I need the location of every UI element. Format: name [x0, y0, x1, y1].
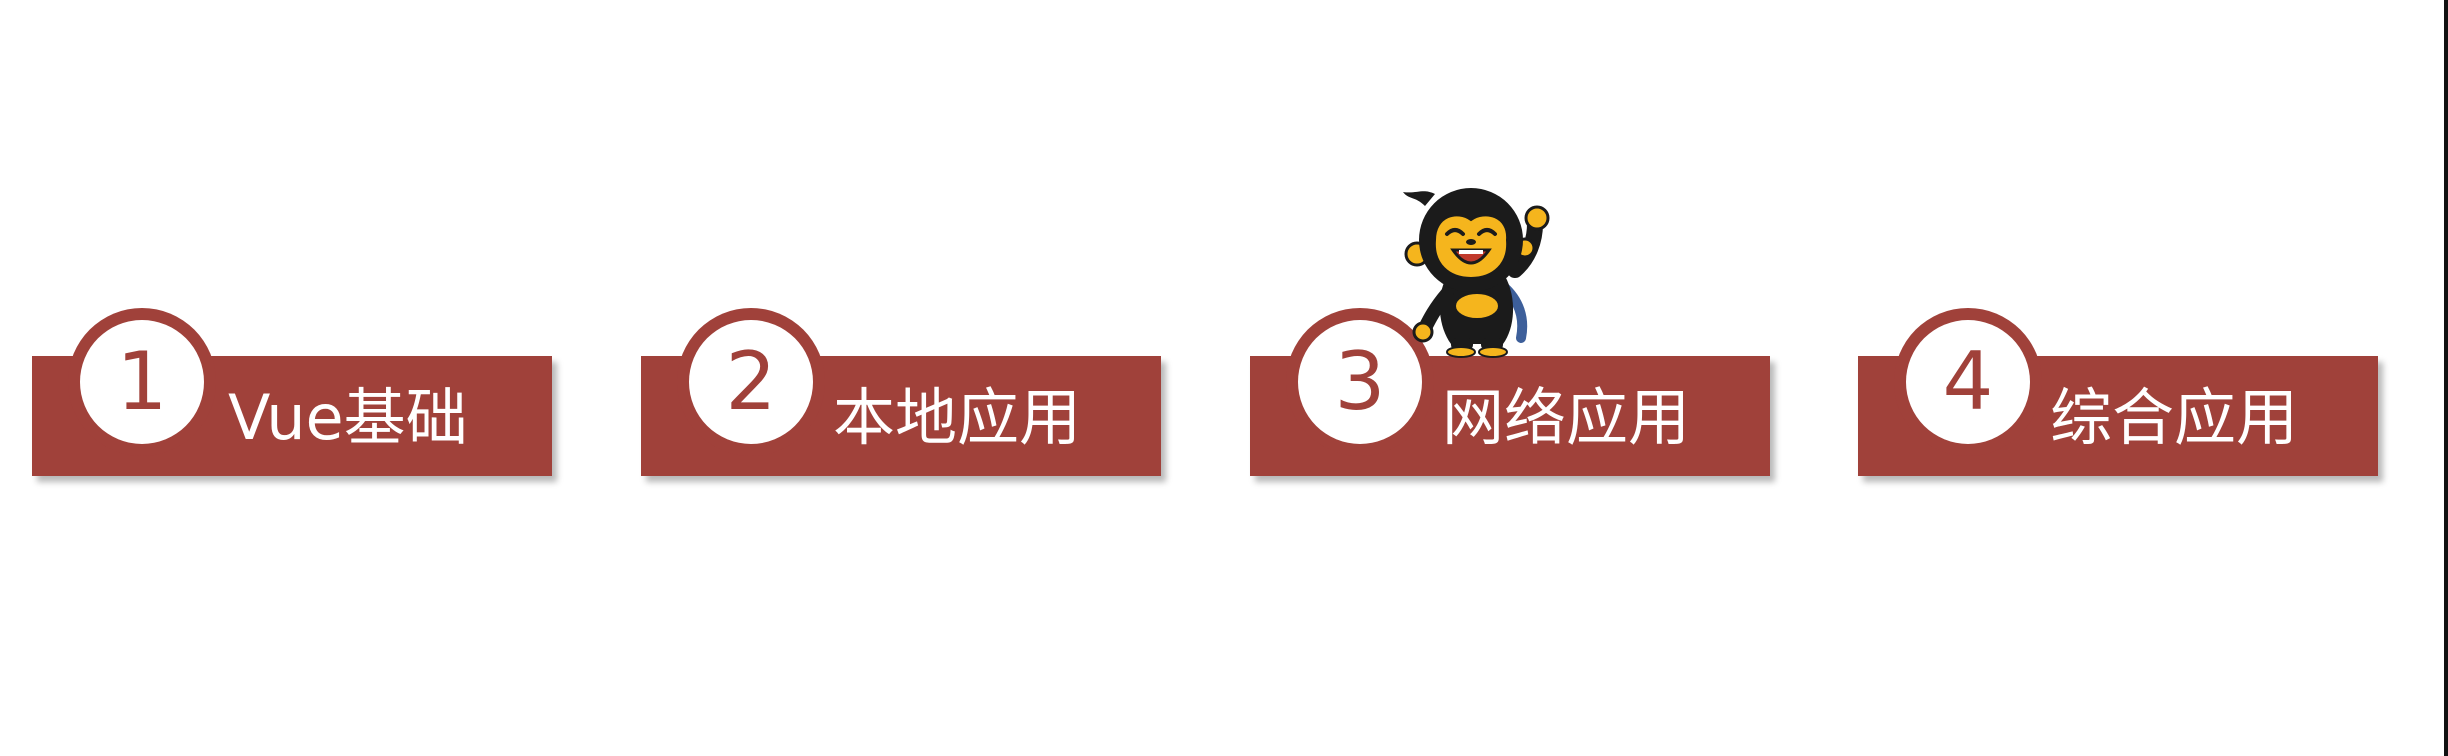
step-number-2: 2 [725, 335, 777, 428]
monkey-mascot-icon [1403, 188, 1550, 358]
step-number-4: 4 [1942, 335, 1994, 428]
step-label-1: Vue基础 [228, 381, 468, 454]
step-number-1: 1 [116, 335, 168, 428]
step-label-3: 网络应用 [1442, 381, 1691, 454]
step-badge-3: 3 [1298, 320, 1422, 444]
step-label-2: 本地应用 [833, 381, 1082, 454]
window-edge [2444, 0, 2448, 756]
step-number-3: 3 [1334, 335, 1386, 428]
step-badge-4: 4 [1906, 320, 2030, 444]
step-badge-1: 1 [80, 320, 204, 444]
step-badge-2: 2 [689, 320, 813, 444]
step-label-4: 综合应用 [2050, 381, 2299, 454]
